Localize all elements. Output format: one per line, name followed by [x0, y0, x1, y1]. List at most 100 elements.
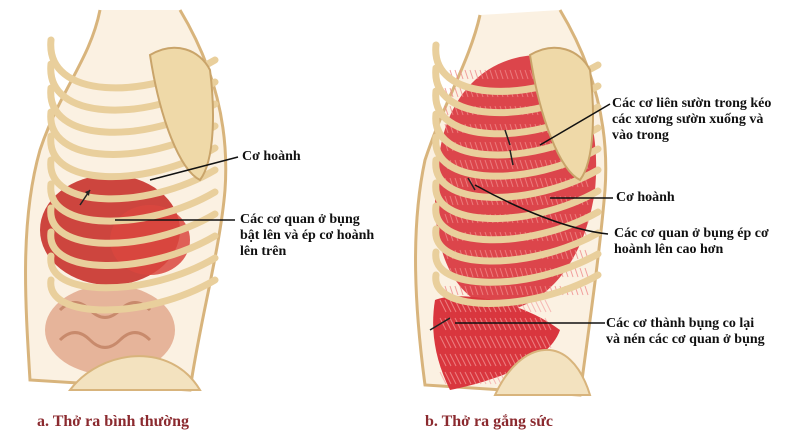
muscle-fiber [474, 267, 479, 278]
leader-line-diaphragm [149, 156, 239, 181]
muscle-fiber [479, 353, 487, 367]
scapula [148, 46, 214, 182]
muscle-fiber [459, 317, 467, 331]
muscle-fiber [524, 317, 532, 331]
muscle-fiber [494, 267, 499, 278]
muscle-fiber [564, 231, 569, 242]
label-diaphragm-a: Cơ hoành [242, 149, 301, 164]
muscle-fiber [519, 285, 524, 296]
muscle-fiber [469, 159, 474, 170]
muscle-fiber [504, 285, 509, 296]
muscle-fiber [449, 335, 457, 349]
muscle-fiber [484, 317, 492, 331]
muscle-fiber [484, 371, 492, 385]
muscle-fiber [499, 69, 504, 80]
pelvis [67, 355, 202, 391]
muscle-fiber [469, 69, 474, 80]
muscle-fiber [474, 353, 482, 367]
muscle-fiber [534, 299, 542, 313]
label-abdominal-organs-b: Các cơ quan ở bụng ép cơ hoành lên cao h… [614, 226, 769, 257]
muscle-fiber [539, 335, 547, 349]
muscle-fiber [449, 285, 454, 296]
muscle-fiber [494, 317, 502, 331]
muscle-fiber [444, 231, 449, 242]
muscle-fiber [524, 69, 529, 80]
muscle-fiber [519, 177, 524, 188]
muscle-fiber [504, 335, 512, 349]
muscle-fiber [539, 177, 544, 188]
muscle-fiber [464, 353, 472, 367]
muscle-fiber [459, 87, 464, 98]
muscle-fiber [504, 177, 509, 188]
muscle-fiber [439, 371, 447, 385]
muscle-fiber [584, 267, 589, 278]
muscle-fiber [569, 249, 574, 260]
muscle-fiber [544, 177, 549, 188]
muscle-fiber [459, 353, 467, 367]
muscle-fiber [444, 105, 449, 116]
muscle-fiber [494, 353, 502, 367]
muscle-fiber [529, 177, 534, 188]
label-abdominal-wall-muscles-b: Các cơ thành bụng co lại và nén các cơ q… [606, 316, 765, 347]
muscle-fiber [494, 141, 499, 152]
muscle-fiber [444, 371, 452, 385]
muscle-fiber [464, 267, 469, 278]
muscle-fiber [474, 371, 482, 385]
muscle-fiber [464, 317, 472, 331]
muscle-fiber [479, 159, 484, 170]
muscle-fiber [459, 285, 464, 296]
muscle-fiber [469, 285, 474, 296]
muscle-fiber [464, 371, 472, 385]
muscle-fiber [509, 177, 514, 188]
muscle-fiber [479, 141, 484, 152]
rib [432, 271, 602, 307]
muscle-fiber [459, 159, 464, 170]
muscle-fiber [489, 285, 494, 296]
muscle-fiber [474, 141, 479, 152]
muscle-fiber [454, 87, 459, 98]
rib [47, 228, 219, 269]
muscle-fiber [499, 335, 507, 349]
muscle-fiber [524, 159, 529, 170]
muscle-fiber [484, 141, 489, 152]
muscle-fiber [444, 299, 452, 313]
muscle-fiber [449, 195, 454, 206]
rib [47, 252, 219, 292]
muscle-fiber [539, 195, 544, 206]
down-arrow-1 [504, 129, 511, 146]
muscle-fiber [514, 159, 519, 170]
muscle-fiber [489, 267, 494, 278]
muscle-fiber [504, 317, 512, 331]
muscle-fiber [494, 159, 499, 170]
muscle-fiber [519, 69, 524, 80]
muscle-fiber [524, 177, 529, 188]
rib [432, 225, 602, 265]
muscle-fiber [479, 335, 487, 349]
muscle-fiber [529, 335, 537, 349]
abd-arrow [429, 317, 451, 331]
panel-forced-exhalation: Các cơ liên sườn trong kéo các xương sườ… [400, 0, 800, 440]
muscle-fiber [529, 285, 534, 296]
muscle-fiber [494, 371, 502, 385]
label-internal-intercostals-b: Các cơ liên sườn trong kéo các xương sườ… [612, 96, 772, 143]
muscle-fiber [439, 335, 447, 349]
muscle-fiber [534, 195, 539, 206]
muscle-fiber [544, 299, 552, 313]
muscle-fiber [474, 177, 479, 188]
muscle-fiber [444, 123, 449, 134]
muscle-fiber [489, 353, 497, 367]
muscle-fiber [494, 69, 499, 80]
muscle-fiber [444, 335, 452, 349]
muscle-fiber [549, 213, 554, 224]
muscle-fiber [449, 317, 457, 331]
muscle-fiber [559, 213, 564, 224]
muscle-fiber [514, 317, 522, 331]
muscle-fiber [454, 69, 459, 80]
muscle-fiber [439, 317, 447, 331]
muscle-fiber [519, 159, 524, 170]
leader-line-intercostals [539, 103, 611, 146]
muscle-fiber [534, 335, 542, 349]
rib [47, 276, 219, 314]
muscle-fiber [484, 177, 489, 188]
muscle-fiber [484, 267, 489, 278]
